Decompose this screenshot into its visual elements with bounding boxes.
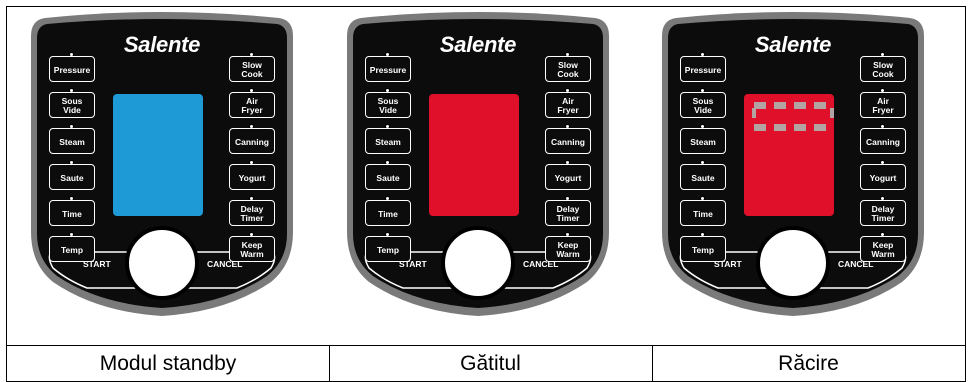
button-label: Saute xyxy=(60,172,83,183)
right-button-3[interactable]: Yogurt xyxy=(860,164,906,190)
button-label: Air Fryer xyxy=(872,95,893,115)
button-label: Time xyxy=(693,208,713,219)
button-label: Slow Cook xyxy=(241,59,262,79)
caption-standby: Modul standby xyxy=(7,346,329,382)
control-dial[interactable] xyxy=(756,226,830,300)
button-label: Keep Warm xyxy=(556,239,579,259)
button-label: Keep Warm xyxy=(240,239,263,259)
right-button-0[interactable]: Slow Cook xyxy=(545,56,591,82)
button-label: Time xyxy=(62,208,82,219)
start-button[interactable]: START xyxy=(83,259,111,269)
button-label: Pressure xyxy=(54,64,90,75)
button-label: Steam xyxy=(375,136,401,147)
dash-segment xyxy=(794,124,806,131)
left-button-2[interactable]: Steam xyxy=(680,128,726,154)
button-label: Sous Vide xyxy=(62,95,83,115)
left-button-4[interactable]: Time xyxy=(49,200,95,226)
button-label: Slow Cook xyxy=(557,59,578,79)
display-screen xyxy=(744,94,834,216)
dash-segment xyxy=(794,102,806,109)
right-button-2[interactable]: Canning xyxy=(229,128,275,154)
left-button-0[interactable]: Pressure xyxy=(680,56,726,82)
button-label: Time xyxy=(378,208,398,219)
button-label: Yogurt xyxy=(870,172,897,183)
right-button-0[interactable]: Slow Cook xyxy=(229,56,275,82)
dash-segment-vertical xyxy=(830,108,834,118)
dash-segment-vertical xyxy=(752,108,756,118)
button-label: Steam xyxy=(690,136,716,147)
button-label: Delay Timer xyxy=(557,203,580,223)
button-label: Saute xyxy=(376,172,399,183)
right-button-3[interactable]: Yogurt xyxy=(545,164,591,190)
dash-segment xyxy=(774,124,786,131)
left-button-3[interactable]: Saute xyxy=(49,164,95,190)
left-button-1[interactable]: Sous Vide xyxy=(49,92,95,118)
left-button-0[interactable]: Pressure xyxy=(49,56,95,82)
right-button-1[interactable]: Air Fryer xyxy=(229,92,275,118)
left-button-4[interactable]: Time xyxy=(365,200,411,226)
left-button-2[interactable]: Steam xyxy=(49,128,95,154)
button-label: Temp xyxy=(692,244,714,255)
button-label: Yogurt xyxy=(239,172,266,183)
start-button[interactable]: START xyxy=(399,259,427,269)
left-button-3[interactable]: Saute xyxy=(365,164,411,190)
right-button-4[interactable]: Delay Timer xyxy=(860,200,906,226)
right-button-1[interactable]: Air Fryer xyxy=(860,92,906,118)
button-label: Pressure xyxy=(370,64,406,75)
cancel-button[interactable]: CANCEL xyxy=(523,259,558,269)
button-label: Sous Vide xyxy=(693,95,714,115)
right-button-4[interactable]: Delay Timer xyxy=(229,200,275,226)
dash-segment xyxy=(774,102,786,109)
dash-segment xyxy=(814,124,826,131)
dash-segment xyxy=(814,102,826,109)
brand-logo: Salente xyxy=(343,32,613,58)
caption-cooling: Răcire xyxy=(652,346,965,382)
button-label: Steam xyxy=(59,136,85,147)
left-button-3[interactable]: Saute xyxy=(680,164,726,190)
brand-logo: Salente xyxy=(658,32,928,58)
control-dial[interactable] xyxy=(441,226,515,300)
cancel-button[interactable]: CANCEL xyxy=(207,259,242,269)
left-button-1[interactable]: Sous Vide xyxy=(365,92,411,118)
button-label: Delay Timer xyxy=(872,203,895,223)
right-button-3[interactable]: Yogurt xyxy=(229,164,275,190)
dash-segment xyxy=(754,124,766,131)
button-label: Sous Vide xyxy=(378,95,399,115)
button-label: Air Fryer xyxy=(241,95,262,115)
button-label: Canning xyxy=(551,136,585,147)
right-button-2[interactable]: Canning xyxy=(545,128,591,154)
left-button-0[interactable]: Pressure xyxy=(365,56,411,82)
control-dial[interactable] xyxy=(125,226,199,300)
button-label: Delay Timer xyxy=(241,203,264,223)
display-screen xyxy=(113,94,203,216)
left-button-4[interactable]: Time xyxy=(680,200,726,226)
button-label: Saute xyxy=(691,172,714,183)
right-button-0[interactable]: Slow Cook xyxy=(860,56,906,82)
brand-logo: Salente xyxy=(27,32,297,58)
button-label: Canning xyxy=(235,136,269,147)
button-label: Slow Cook xyxy=(872,59,893,79)
button-label: Air Fryer xyxy=(557,95,578,115)
display-screen xyxy=(429,94,519,216)
left-button-2[interactable]: Steam xyxy=(365,128,411,154)
button-label: Temp xyxy=(377,244,399,255)
right-button-2[interactable]: Canning xyxy=(860,128,906,154)
button-label: Canning xyxy=(866,136,900,147)
button-label: Yogurt xyxy=(555,172,582,183)
start-button[interactable]: START xyxy=(714,259,742,269)
button-label: Keep Warm xyxy=(871,239,894,259)
right-button-4[interactable]: Delay Timer xyxy=(545,200,591,226)
button-label: Temp xyxy=(61,244,83,255)
caption-cooking: Gătitul xyxy=(329,346,652,382)
right-button-1[interactable]: Air Fryer xyxy=(545,92,591,118)
button-label: Pressure xyxy=(685,64,721,75)
left-button-1[interactable]: Sous Vide xyxy=(680,92,726,118)
cancel-button[interactable]: CANCEL xyxy=(838,259,873,269)
